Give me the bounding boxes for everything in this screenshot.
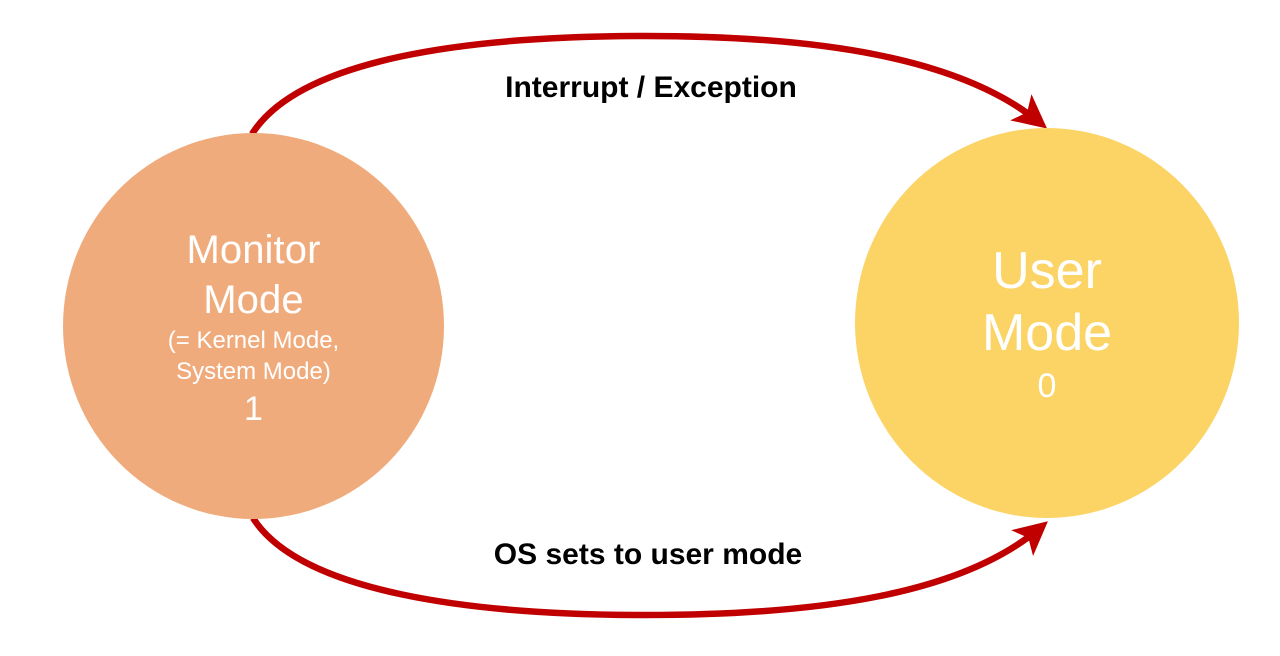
edge-label-interrupt-exception: Interrupt / Exception xyxy=(505,71,797,104)
monitor-mode-bit-value: 1 xyxy=(244,390,263,428)
user-mode-bit-value: 0 xyxy=(1037,367,1057,405)
user-mode-title-line2: Mode xyxy=(981,304,1113,362)
monitor-mode-alias-line2: System Mode) xyxy=(176,358,331,385)
monitor-mode-title-line1: Monitor xyxy=(186,228,321,272)
monitor-mode-alias-line1: (= Kernel Mode, xyxy=(167,327,340,354)
monitor-mode-title-line2: Mode xyxy=(203,278,304,322)
node-monitor-mode[interactable]: Monitor Mode (= Kernel Mode, System Mode… xyxy=(63,133,444,519)
user-mode-title-line1: User xyxy=(992,242,1102,300)
node-user-mode[interactable]: User Mode 0 xyxy=(855,128,1239,518)
user-mode-text-block: User Mode 0 xyxy=(982,240,1112,408)
monitor-mode-text-block: Monitor Mode (= Kernel Mode, System Mode… xyxy=(168,225,339,431)
edge-label-os-sets-to-user-mode: OS sets to user mode xyxy=(493,538,803,571)
